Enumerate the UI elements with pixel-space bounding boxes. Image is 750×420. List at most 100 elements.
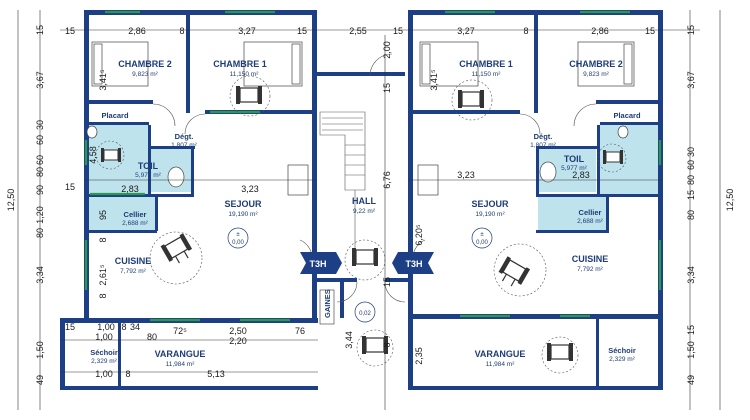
room-name: Séchoir	[608, 346, 636, 355]
room-area: 7,792 m²	[120, 268, 146, 275]
right-cellier-side	[606, 197, 609, 231]
dim-label: 60	[35, 155, 45, 165]
dim-label: 80	[686, 175, 696, 185]
wheelchair-icon	[458, 90, 484, 108]
dim-label: 3,41⁵	[429, 69, 439, 91]
right-bath-partition	[597, 125, 600, 195]
toilet-bowl	[539, 161, 557, 183]
dim-label: 8	[179, 26, 184, 36]
dim-label: 15	[65, 322, 75, 332]
right-varangue-top-wall	[408, 314, 663, 319]
room-name: Dégt.	[534, 132, 553, 141]
left-unit-labels: CHAMBRE 2 9,823 m² CHAMBRE 1 11,150 m² P…	[90, 59, 267, 368]
dim-label: 12,50	[6, 189, 16, 212]
level-marker-right	[471, 227, 493, 249]
dim-label: 3,23	[241, 184, 259, 194]
dimensions-left-top: 15 2,86 8 3,27 15	[65, 26, 307, 36]
room-area: 5,977 m²	[135, 172, 161, 179]
left-bath-partition	[148, 125, 151, 195]
room-name: VARANGUE	[155, 349, 206, 359]
turning-circle	[229, 75, 271, 117]
room-name: Dégt.	[175, 132, 194, 141]
dim-label: 1,00	[95, 369, 113, 379]
room-name: CHAMBRE 2	[118, 59, 172, 69]
level-sign: ±	[480, 232, 484, 238]
dimensions-inner-right: 3,41⁵ 6,20⁵ 2,35	[414, 69, 439, 365]
dim-label: 15	[686, 325, 696, 335]
dim-label: 3,44	[344, 331, 354, 349]
room-area: 2,329 m²	[609, 356, 635, 363]
dim-label: 2,35	[414, 347, 424, 365]
hall-bottom-left-wall	[317, 278, 357, 282]
right-chambre2-bottom	[596, 100, 658, 104]
room-area: 19,190 m²	[475, 211, 505, 218]
right-unit-labels: CHAMBRE 1 11,150 m² CHAMBRE 2 9,823 m² P…	[459, 59, 641, 368]
dim-label: 2,86	[591, 26, 609, 36]
right-chambre1-bottom	[413, 110, 520, 114]
dim-label: 8	[523, 26, 528, 36]
dim-label: 2,61⁵	[98, 264, 108, 286]
walls	[60, 10, 663, 390]
level-value: 0,00	[476, 240, 488, 246]
wheelchair-icon	[236, 86, 262, 104]
level-marker-hall	[354, 301, 376, 323]
right-cellier-bottom	[536, 230, 609, 233]
dimensions-far-right: 15 3,67 30 60 80 15 80 3,34 15 1,50 49 1…	[686, 25, 735, 385]
room-area: 9,823 m²	[583, 71, 609, 78]
level-sign: ±	[236, 232, 240, 238]
left-cellier-side	[155, 197, 158, 231]
badge-left-shape	[300, 252, 342, 274]
dim-label: 8	[125, 369, 130, 379]
left-chambre2-bottom	[89, 100, 153, 104]
dim-label: 12,50	[725, 189, 735, 212]
dim-label: 76	[295, 326, 305, 336]
room-area: 7,792 m²	[577, 266, 603, 273]
dim-label: 5,13	[207, 369, 225, 379]
level-marker-left	[227, 227, 249, 249]
room-area: 11,984 m²	[166, 361, 196, 368]
right-toil-top	[538, 146, 598, 149]
dim-label: 3,27	[457, 26, 475, 36]
type-badges: T3H T3H	[300, 252, 434, 274]
dim-label: 2,00	[382, 41, 392, 59]
room-area: 9,823 m²	[132, 71, 158, 78]
wash-basin	[86, 125, 98, 139]
room-area: 2,688 m²	[122, 220, 148, 227]
turning-circle	[149, 231, 203, 285]
dim-label: 49	[686, 375, 696, 385]
dimensions-left-bottom: 1,00 8 34 1,00 80 72⁵ 2,50 76 2,20 1,00 …	[95, 322, 305, 379]
right-bed-partition	[534, 15, 538, 113]
room-area: 11,150 m²	[230, 71, 260, 78]
room-area: 9,22 m²	[353, 208, 376, 215]
left-cellier-bottom	[89, 230, 157, 233]
dim-label: 8	[98, 293, 108, 298]
dim-label: 2,50	[229, 326, 247, 336]
dimensions-hall-top: 2,55	[349, 26, 367, 36]
dim-label: 15	[65, 182, 75, 192]
left-bed-partition	[186, 15, 190, 113]
dim-label: 80	[35, 167, 45, 177]
dim-label: 2,55	[349, 26, 367, 36]
right-sechoir-partition	[596, 319, 599, 386]
pillow	[421, 43, 431, 85]
dim-label: 72⁵	[173, 326, 187, 336]
dim-label: 3,34	[686, 266, 696, 284]
dim-label: 3,23	[457, 170, 475, 180]
right-placard-wall	[600, 122, 658, 125]
dim-label: 1,50	[35, 341, 45, 359]
left-sechoir-partition	[118, 323, 121, 386]
room-area: 5,977 m²	[561, 165, 587, 172]
room-name: Placard	[613, 111, 641, 120]
door-swing	[184, 113, 206, 135]
room-area: 11,150 m²	[472, 71, 502, 78]
dim-label: 3,34	[35, 266, 45, 284]
stair-outline	[319, 111, 366, 191]
wheelchair-icon	[498, 256, 531, 287]
dim-label: 30	[35, 120, 45, 130]
dimensions-hall-vertical: 2,00 15 6,76 15 3,44 8	[344, 41, 392, 349]
gaines-wall	[340, 282, 344, 318]
dimensions-far-left: 15 3,67 30 60 60 80 90 15 1,20 80 3,34 1…	[6, 25, 75, 385]
right-outer-wall	[658, 10, 663, 390]
dim-label: 3,41⁵	[98, 69, 108, 91]
dim-label: 2,86	[128, 26, 146, 36]
